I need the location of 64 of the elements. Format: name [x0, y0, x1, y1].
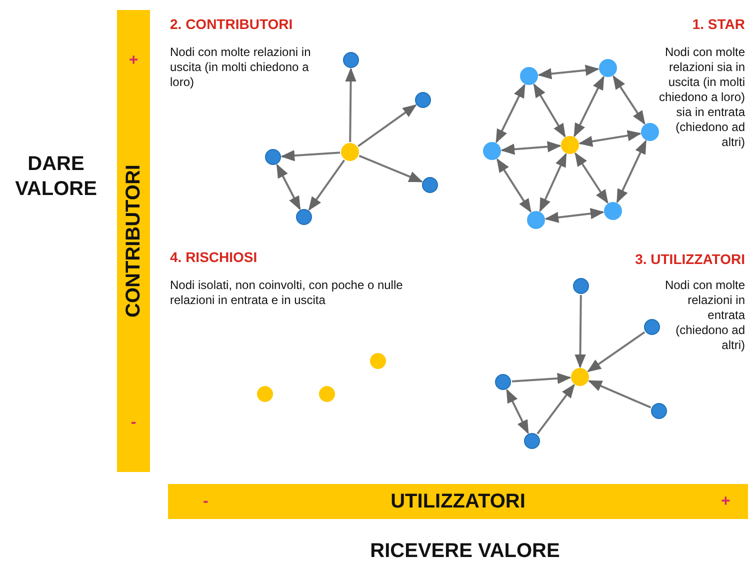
arrow: [358, 104, 417, 148]
arrow: [280, 150, 340, 162]
network-node: [527, 211, 545, 229]
arrow: [538, 64, 600, 80]
arrow: [500, 141, 562, 155]
network-node: [573, 278, 589, 294]
arrow: [345, 68, 356, 142]
arrow: [539, 152, 567, 212]
arrow: [616, 140, 647, 204]
axis-sign: +: [721, 492, 730, 510]
network-node: [422, 177, 438, 193]
horizontal-axis-bar: [168, 484, 748, 519]
network-node: [319, 386, 335, 402]
network-node: [483, 142, 501, 160]
arrow: [588, 380, 652, 408]
quadrant-title: 3. UTILIZZATORI: [634, 251, 745, 268]
network-node: [341, 143, 359, 161]
quadrant-title: 4. RISCHIOSI: [170, 249, 258, 266]
network-node: [571, 368, 589, 386]
network-node: [257, 386, 273, 402]
bottom-title: RICEVERE VALORE: [369, 539, 561, 563]
network-node: [296, 209, 312, 225]
quadrant-description: Nodi con molte relazioni sia in uscita (in molti chiedono a loro) sia in entrata (chiedono ad altri): [658, 45, 745, 150]
quadrant-description: Nodi con molte relazioni in uscita (in molti chiedono a loro): [170, 45, 312, 90]
axis-sign: -: [130, 414, 136, 432]
network-node: [495, 374, 511, 390]
arrow: [358, 154, 423, 182]
network-node: [561, 136, 579, 154]
side-title: DARE VALORE: [14, 152, 98, 202]
arrow: [276, 164, 301, 210]
network-node: [604, 202, 622, 220]
arrow: [574, 152, 608, 204]
arrow: [612, 75, 646, 125]
axis-title: CONTRIBUTORI: [122, 164, 145, 318]
axis-sign: +: [128, 52, 138, 70]
network-node: [524, 433, 540, 449]
quadrant-description: Nodi isolati, non coinvolti, con poche o nulle relazioni in entrata e in uscita: [170, 278, 404, 308]
arrow: [496, 84, 526, 144]
network-node: [265, 149, 281, 165]
network-node: [415, 92, 431, 108]
vertical-axis-bar: [117, 10, 150, 472]
quadrant-title: 1. STAR: [691, 16, 745, 33]
arrow: [496, 158, 532, 213]
arrow: [574, 294, 586, 368]
network-node: [520, 67, 538, 85]
quadrant-title: 2. CONTRIBUTORI: [170, 16, 294, 33]
axis-title: UTILIZZATORI: [390, 490, 526, 513]
network-node: [343, 52, 359, 68]
arrow: [308, 160, 346, 211]
arrow: [506, 388, 529, 434]
arrow: [544, 208, 604, 223]
arrow: [574, 76, 604, 138]
arrow: [587, 331, 646, 372]
network-node: [644, 319, 660, 335]
network-node: [641, 123, 659, 141]
arrow: [533, 83, 566, 138]
network-node: [651, 403, 667, 419]
quadrant-description: Nodi con molte relazioni in entrata (chiedono ad altri): [664, 278, 745, 353]
network-node: [370, 353, 386, 369]
axis-sign: -: [203, 492, 208, 510]
arrow: [536, 384, 575, 434]
network-node: [599, 59, 617, 77]
arrow: [512, 372, 572, 384]
arrow: [578, 130, 642, 147]
